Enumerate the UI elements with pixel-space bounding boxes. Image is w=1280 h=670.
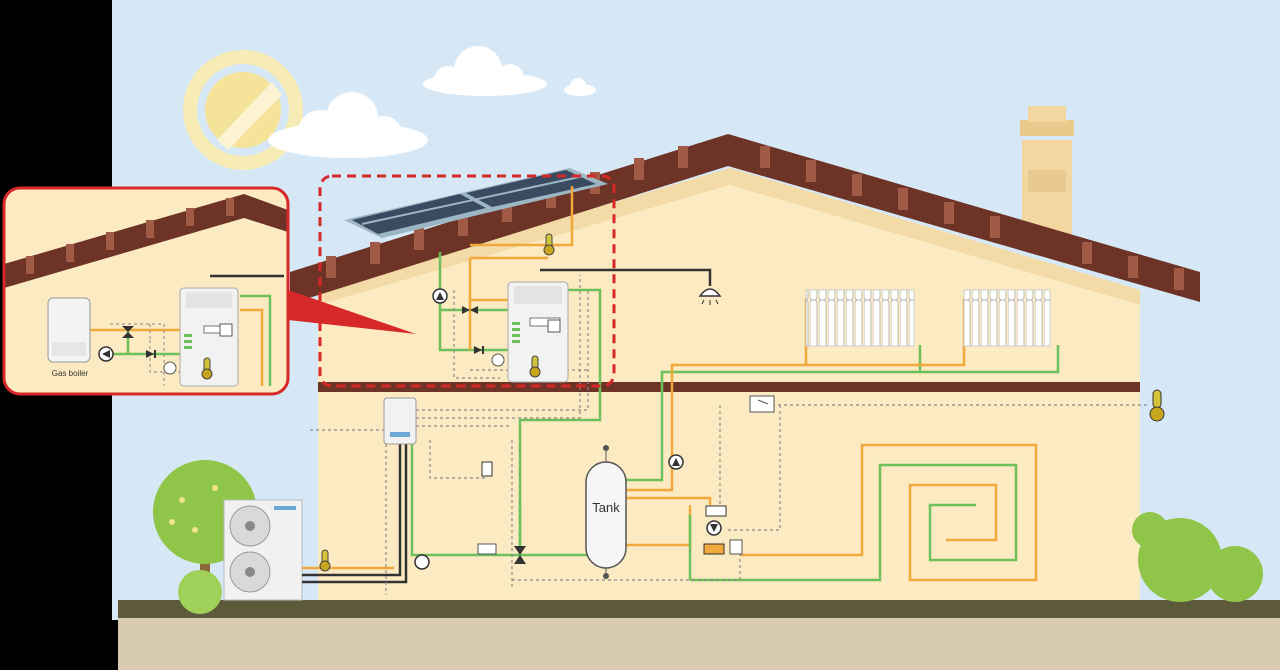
expansion-vessel-icon [492, 354, 504, 366]
inset-gas-boiler-detail: Gas boiler [4, 188, 288, 394]
control-box-icon [478, 544, 496, 554]
room-thermostat-icon [750, 396, 774, 412]
gas-boiler [48, 298, 90, 362]
wall-controller [384, 398, 416, 444]
pump-icon [669, 455, 683, 469]
soil [118, 618, 1280, 670]
ground [118, 600, 1280, 618]
thermometer-icon [320, 550, 330, 571]
chimney [1020, 106, 1074, 240]
radiator [964, 290, 1050, 346]
floor-beam [318, 382, 1140, 392]
pump-icon [433, 289, 447, 303]
thermometer-icon [202, 358, 212, 379]
radiator [806, 290, 914, 346]
pump-icon [99, 347, 113, 361]
gas-boiler-label: Gas boiler [52, 369, 89, 378]
thermometer-icon [544, 234, 554, 255]
expansion-vessel-icon [164, 362, 176, 374]
outdoor-heat-pump [224, 500, 302, 600]
sun-icon [183, 50, 303, 170]
pump-icon [707, 521, 721, 535]
tank-label: Tank [592, 500, 620, 515]
thermometer-icon [530, 356, 540, 377]
pump-icon [415, 555, 429, 569]
valve-icon [482, 462, 492, 476]
